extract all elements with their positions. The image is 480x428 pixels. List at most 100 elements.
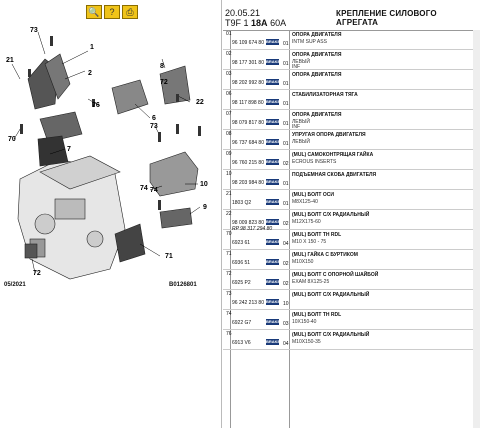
catalog-badge[interactable]: BRAKE bbox=[266, 279, 281, 285]
part-number: 6925 P2 bbox=[232, 280, 251, 286]
catalog-badge[interactable]: BRAKE bbox=[266, 139, 281, 145]
part-number: 98 117 898 80 bbox=[232, 100, 264, 106]
callout-73a: 73 bbox=[30, 27, 38, 34]
part-10 bbox=[149, 151, 199, 197]
callout-74a: 74 bbox=[150, 187, 158, 194]
part-number: 96 242 213 80 bbox=[232, 300, 264, 306]
callout-71: 71 bbox=[165, 253, 173, 260]
print-icon[interactable]: ⎙ bbox=[122, 5, 138, 19]
part-number: 6922 G7 bbox=[232, 320, 252, 326]
part-spec-extra: INF bbox=[292, 124, 301, 130]
callout-10: 10 bbox=[200, 181, 208, 188]
part-ref-number: 09 bbox=[226, 151, 232, 157]
catalog-badge[interactable]: BRAKE bbox=[266, 99, 281, 105]
callout-21: 21 bbox=[6, 57, 14, 64]
part-description: (MUL) БОЛТ TH RDL bbox=[292, 232, 342, 238]
part-spec: ЛЕВЫЙ bbox=[292, 119, 310, 125]
part-spec: EXAM 8X125-25 bbox=[292, 279, 330, 285]
callout-1: 1 bbox=[90, 44, 94, 51]
catalog-badge[interactable]: BRAKE bbox=[266, 119, 281, 125]
catalog-badge[interactable]: BRAKE bbox=[266, 39, 281, 45]
header-code-bold: 18A bbox=[251, 18, 268, 28]
catalog-badge[interactable]: BRAKE bbox=[266, 339, 281, 345]
catalog-badge[interactable]: BRAKE bbox=[266, 219, 281, 225]
catalog-badge[interactable]: BRAKE bbox=[266, 59, 281, 65]
part-ref-number: 76 bbox=[226, 331, 232, 337]
zoom-icon[interactable]: 🔍 bbox=[86, 5, 102, 19]
header-date: 20.05.21 bbox=[225, 8, 261, 18]
part-9 bbox=[159, 207, 193, 229]
catalog-badge[interactable]: BRAKE bbox=[266, 259, 281, 265]
part-quantity: 01 bbox=[283, 81, 289, 87]
part-spec: ЛЕВЫЙ bbox=[292, 139, 310, 145]
part-ref-number: 21 bbox=[226, 191, 232, 197]
part-number: 6923 61 bbox=[232, 240, 251, 246]
part-quantity: 02 bbox=[283, 161, 289, 167]
part-description: ПОДЪЕМНАЯ СКОБА ДВИГАТЕЛЯ bbox=[292, 172, 377, 178]
part-number: 96 760 215 80 bbox=[232, 160, 264, 166]
callout-72a: 72 bbox=[160, 79, 168, 86]
callout-22: 22 bbox=[196, 99, 204, 106]
part-number: 98 079 817 80 bbox=[232, 120, 264, 126]
part-1-mount bbox=[27, 53, 71, 110]
part-quantity: 01 bbox=[283, 201, 289, 207]
part-description: (MUL) ГАЙКА С БУРТИКОМ bbox=[292, 252, 358, 258]
part-description: (MUL) БОЛТ С/Х РАДИАЛЬНЫЙ bbox=[292, 332, 370, 338]
callout-74b: 74 bbox=[140, 185, 148, 192]
part-description: (MUL) БОЛТ С ОПОРНОЙ ШАЙБОЙ bbox=[292, 272, 379, 278]
part-description: ОПОРА ДВИГАТЕЛЯ bbox=[292, 112, 342, 118]
catalog-badge[interactable]: BRAKE bbox=[266, 199, 281, 205]
catalog-badge[interactable]: BRAKE bbox=[266, 239, 281, 245]
callout-9: 9 bbox=[203, 204, 207, 211]
header-code: T9F 1 18A 60A bbox=[225, 18, 286, 28]
part-quantity: 02 bbox=[283, 281, 289, 287]
catalog-badge[interactable]: BRAKE bbox=[266, 319, 281, 325]
catalog-badge[interactable]: BRAKE bbox=[266, 79, 281, 85]
part-ref-number: 02 bbox=[226, 51, 232, 57]
callout-6: 6 bbox=[152, 115, 156, 122]
part-number: 6913 V6 bbox=[232, 340, 251, 346]
part-spec: INTM SUP ASS bbox=[292, 39, 327, 45]
part-description: (MUL) БОЛТ TH RDL bbox=[292, 312, 342, 318]
bolts bbox=[20, 36, 201, 210]
diagram-toolbar: 🔍 ? ⎙ bbox=[86, 5, 138, 19]
callout-leaders bbox=[11, 31, 201, 274]
catalog-badge[interactable]: BRAKE bbox=[266, 159, 281, 165]
callout-8: 8 bbox=[160, 63, 164, 70]
callout-7: 7 bbox=[67, 146, 71, 153]
part-description: СТАБИЛИЗАТОРНАЯ ТЯГА bbox=[292, 92, 358, 98]
help-icon[interactable]: ? bbox=[104, 5, 120, 19]
part-ref-number: 22 bbox=[226, 211, 232, 217]
part-description: (MUL) БОЛТ С/Х РАДИАЛЬНЫЙ bbox=[292, 292, 370, 298]
catalog-badge[interactable]: BRAKE bbox=[266, 299, 281, 305]
header-code-prefix: T9F 1 bbox=[225, 18, 249, 28]
callout-72b: 72 bbox=[33, 270, 41, 277]
part-replacement-number: RP 98 317 294 80 bbox=[232, 226, 273, 232]
scrollbar[interactable] bbox=[473, 30, 480, 428]
part-number: 6936 51 bbox=[232, 260, 251, 266]
part-quantity: 01 bbox=[283, 181, 289, 187]
part-number: 98 009 823 80 bbox=[232, 220, 264, 226]
part-number: 98 203 984 80 bbox=[232, 180, 264, 186]
part-description: УПРУГАЯ ОПОРА ДВИГАТЕЛЯ bbox=[292, 132, 366, 138]
part-number: 98 177 301 80 bbox=[232, 60, 264, 66]
part-ref-number: 70 bbox=[226, 231, 232, 237]
part-ref-number: 06 bbox=[226, 91, 232, 97]
catalog-badge[interactable]: BRAKE bbox=[266, 179, 281, 185]
